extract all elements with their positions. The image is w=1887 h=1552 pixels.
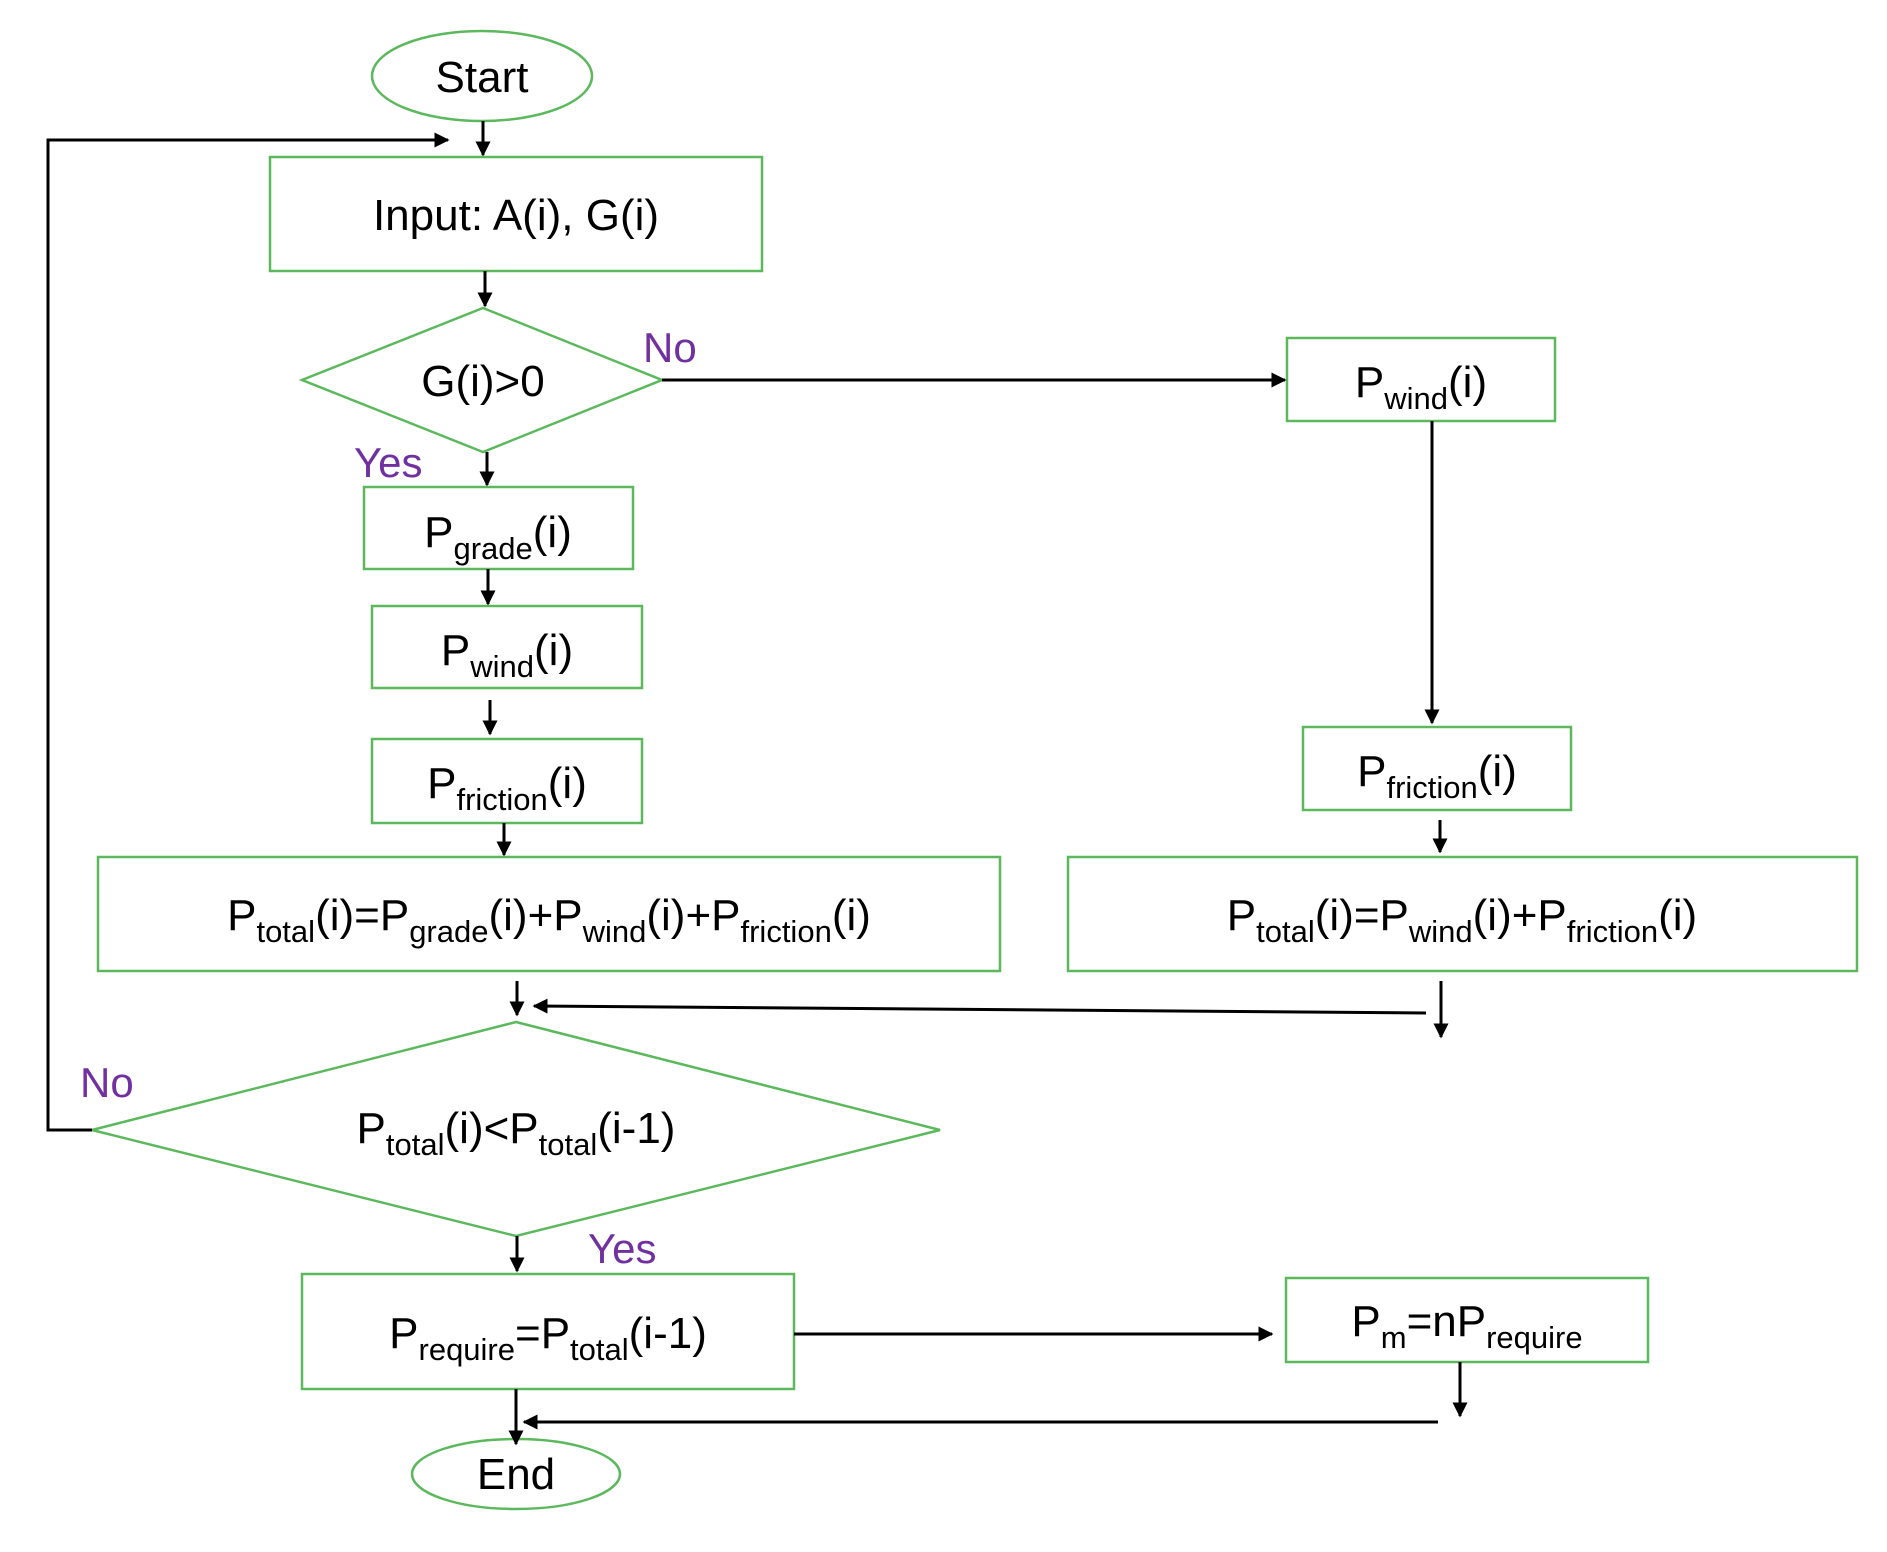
arrow-loop-back	[46, 132, 450, 1132]
require-power-label: Prequire=Ptotal(i-1)	[389, 1309, 707, 1367]
total-power-box-right: Ptotal(i)=Pwind(i)+Pfriction(i)	[1066, 855, 1859, 973]
grade-power-label: Pgrade(i)	[424, 508, 572, 566]
total-power-label-right: Ptotal(i)=Pwind(i)+Pfriction(i)	[1227, 891, 1697, 949]
end-terminal: End	[410, 1437, 622, 1511]
wind-power-box-left: Pwind(i)	[370, 604, 644, 690]
friction-power-label-left: Pfriction(i)	[427, 759, 587, 817]
grade-no-label: No	[643, 324, 697, 371]
grade-power-box: Pgrade(i)	[362, 485, 635, 571]
friction-power-box-left: Pfriction(i)	[370, 737, 644, 825]
total-decision: Ptotal(i)<Ptotal(i-1)	[91, 1020, 941, 1238]
start-label: Start	[436, 53, 529, 102]
input-box: Input: A(i), G(i)	[268, 155, 764, 273]
start-terminal: Start	[370, 29, 594, 123]
friction-power-box-right: Pfriction(i)	[1301, 725, 1573, 812]
input-label: Input: A(i), G(i)	[373, 191, 659, 240]
total-decision-label: Ptotal(i)<Ptotal(i-1)	[357, 1104, 676, 1162]
grade-yes-label: Yes	[354, 439, 423, 486]
total-power-box-left: Ptotal(i)=Pgrade(i)+Pwind(i)+Pfriction(i…	[96, 855, 1002, 973]
friction-power-label-right: Pfriction(i)	[1357, 747, 1517, 805]
total-yes-label: Yes	[588, 1225, 657, 1272]
wind-power-label-left: Pwind(i)	[441, 626, 573, 684]
end-label: End	[477, 1450, 555, 1499]
arrow-merge	[532, 998, 1427, 1015]
require-power-box: Prequire=Ptotal(i-1)	[300, 1272, 796, 1391]
wind-power-box-right: Pwind(i)	[1285, 336, 1557, 423]
grade-decision: G(i)>0	[298, 306, 666, 454]
total-no-label: No	[80, 1059, 134, 1106]
motor-power-box: Pm=nPrequire	[1284, 1276, 1650, 1364]
grade-decision-label: G(i)>0	[421, 357, 544, 406]
total-power-label-left: Ptotal(i)=Pgrade(i)+Pwind(i)+Pfriction(i…	[227, 891, 871, 949]
wind-power-label-right: Pwind(i)	[1355, 358, 1487, 416]
motor-power-label: Pm=nPrequire	[1351, 1297, 1582, 1355]
